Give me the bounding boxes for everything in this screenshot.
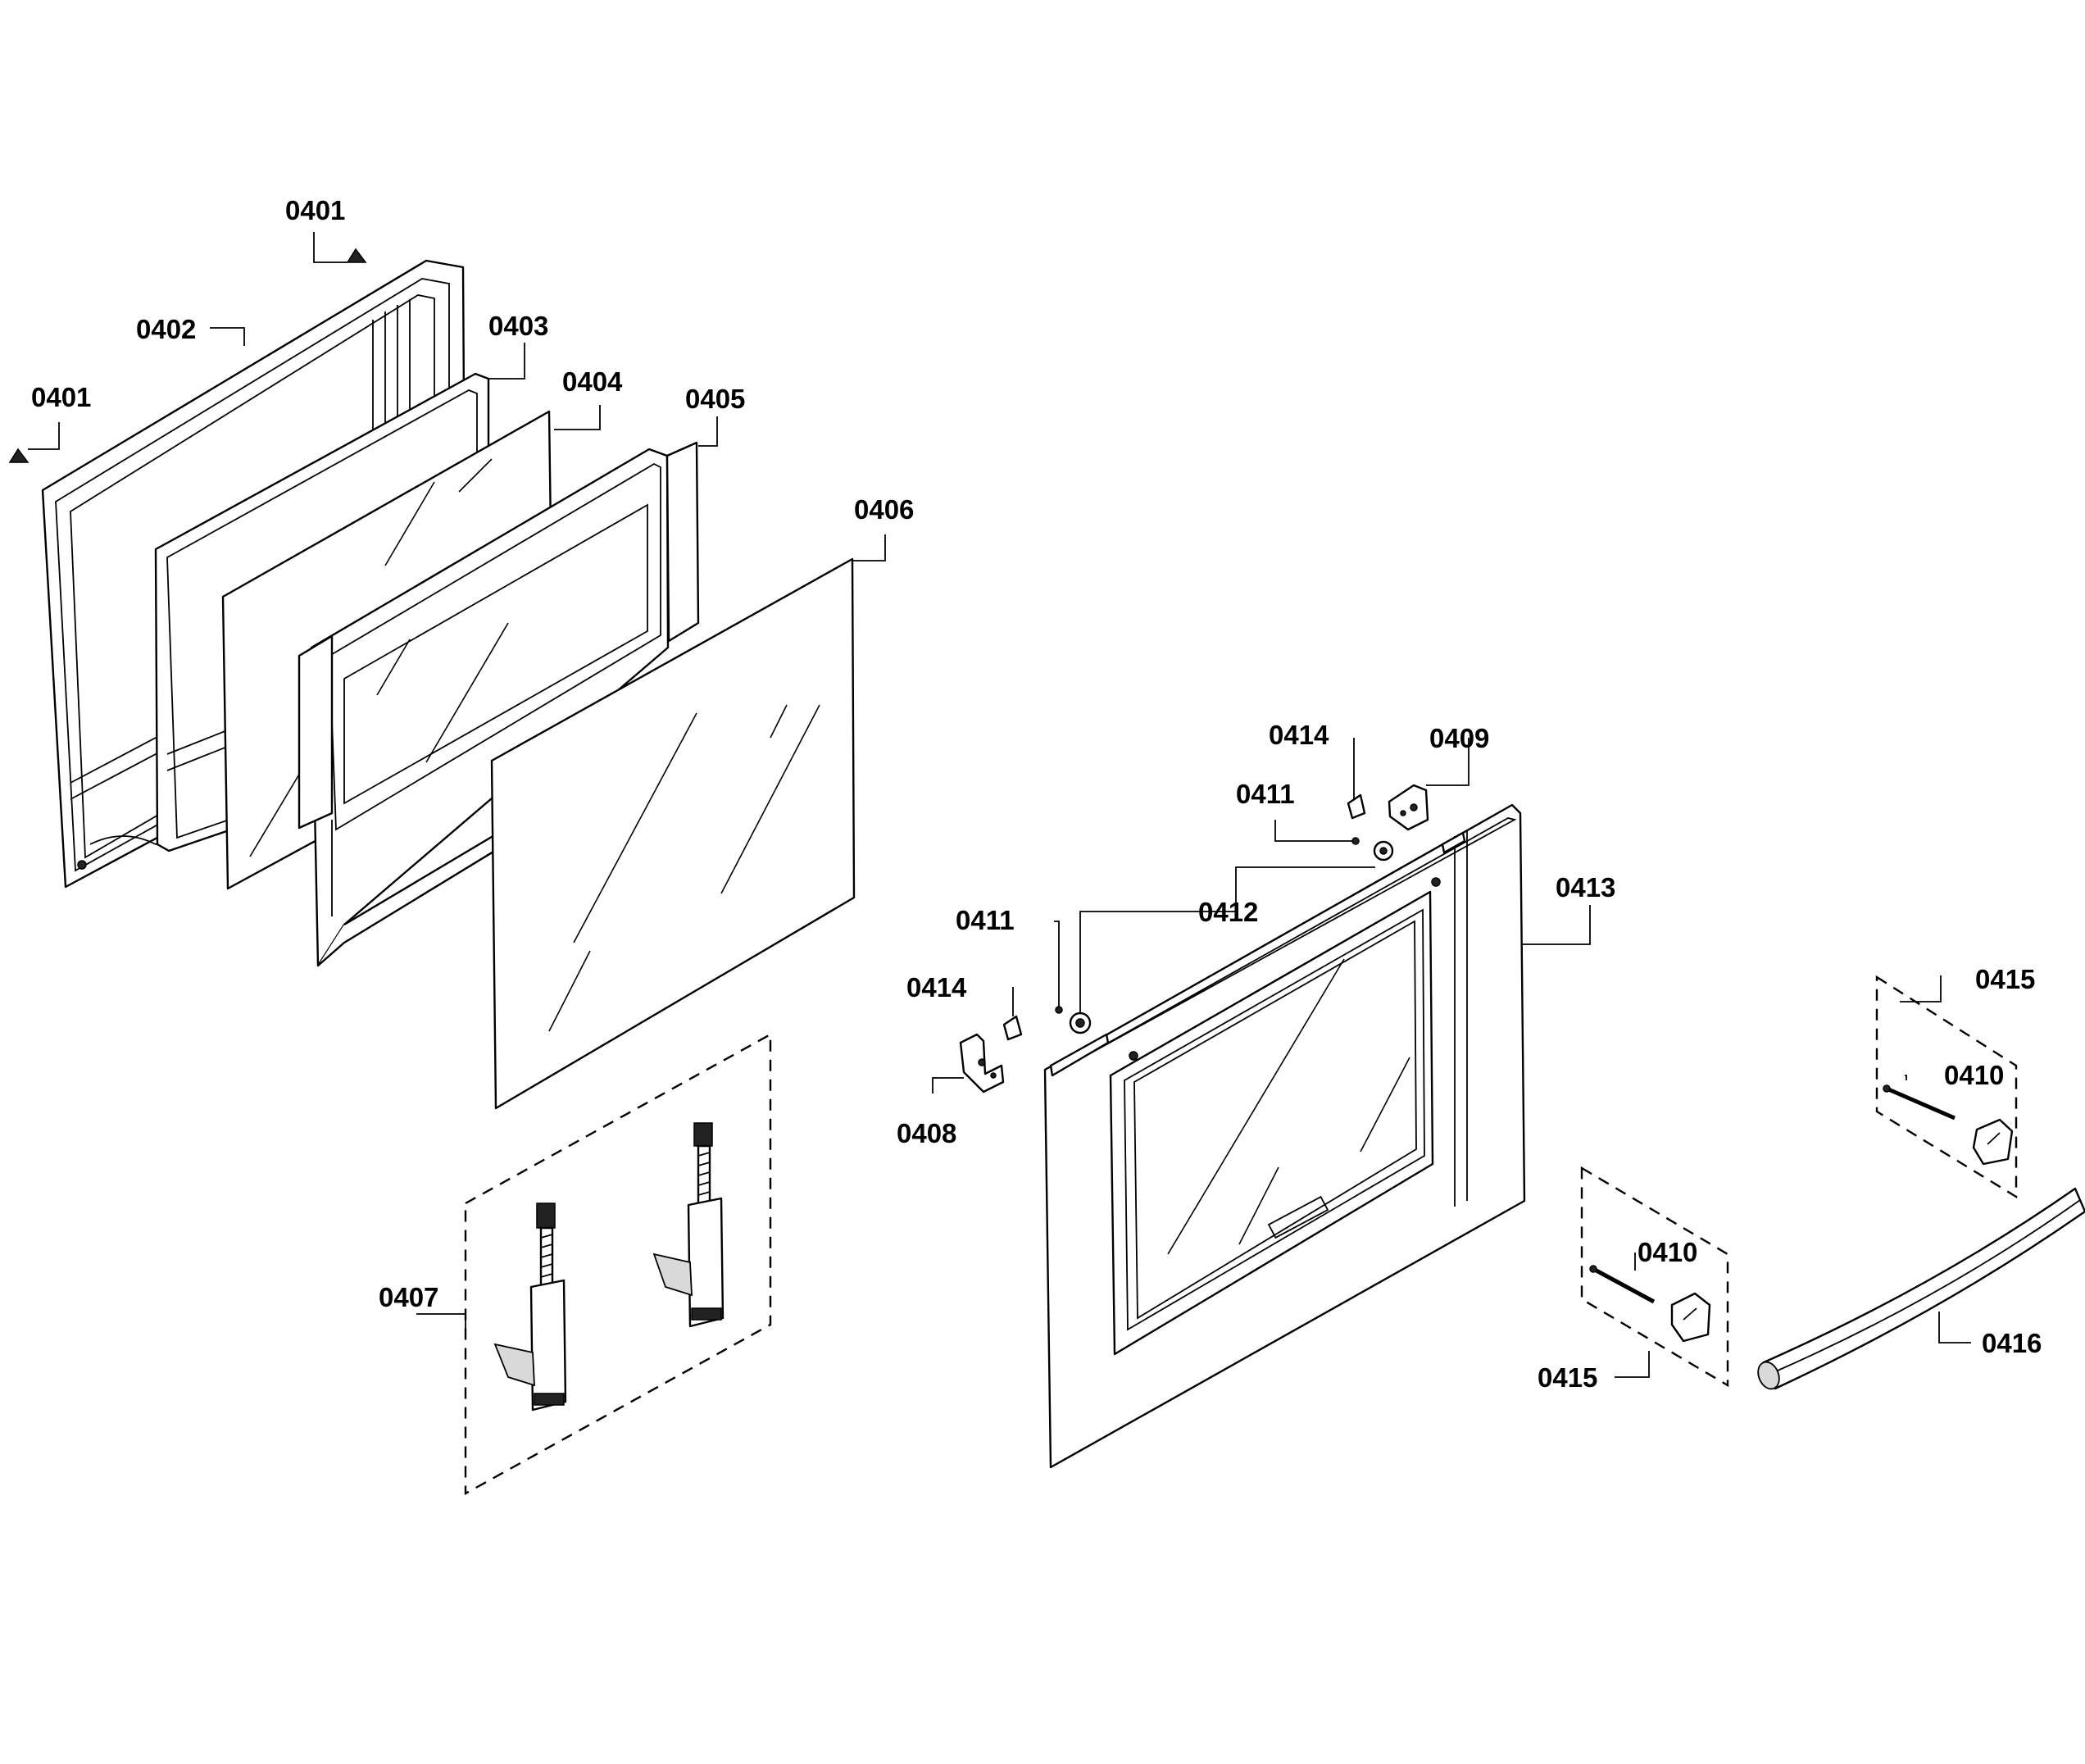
callout-0401-top: 0401 [285,195,345,225]
callout-0416: 0416 [1982,1328,2042,1358]
callout-0415-lower: 0415 [1538,1362,1597,1393]
outer-glass-panel [490,557,856,1110]
hinge-left [493,1203,567,1412]
leader-lines [28,232,1971,1378]
screw-left [8,448,30,463]
callout-0401-left: 0401 [31,382,91,412]
callout-0412: 0412 [1198,897,1258,927]
callout-0405: 0405 [685,384,745,414]
hinge-kit-box [464,1032,772,1496]
hinge-bracket-lower [959,1033,1005,1093]
callout-0407: 0407 [379,1282,438,1312]
handle-endcap-kit-upper [1875,975,2018,1199]
callout-0411-top: 0411 [1236,779,1295,809]
washer-lower [1055,1006,1063,1014]
callout-0404: 0404 [562,366,623,397]
callout-0414-top: 0414 [1269,720,1329,750]
callout-0410-lower: 0410 [1638,1237,1697,1267]
screw-top [346,248,367,263]
callout-0415-upper: 0415 [1975,964,2035,994]
callout-0403: 0403 [488,311,548,341]
callout-0402: 0402 [136,314,196,344]
clip-top [1347,793,1366,820]
callout-0406: 0406 [854,494,914,525]
bushing-lower [1069,1012,1092,1034]
door-handle-bar [1757,1187,2085,1390]
callout-0409: 0409 [1429,723,1489,753]
handle-endcap-kit-lower [1580,1166,1729,1388]
callout-0413: 0413 [1556,872,1615,902]
outer-door-panel [1043,803,1526,1469]
bushing-top [1373,840,1394,862]
callout-0411-lower: 0411 [956,905,1015,935]
washer-top [1351,837,1360,845]
hinge-right [652,1122,725,1328]
hinge-bracket-top [1388,784,1429,831]
callout-0414-lower: 0414 [906,972,967,1002]
clip-lower [1002,1015,1023,1041]
callout-0408: 0408 [897,1118,956,1148]
callout-0410-upper: 0410 [1944,1060,2004,1090]
